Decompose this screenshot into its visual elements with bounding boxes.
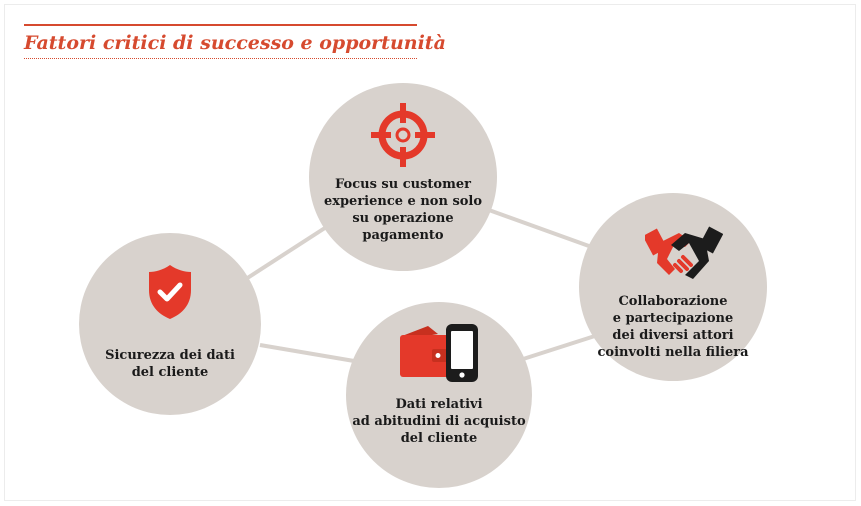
handshake-icon (645, 226, 723, 279)
shield-check-icon (149, 265, 191, 319)
wallet-smartphone-icon (400, 324, 478, 382)
node-customer-experience: Focus su customer experience e non solo … (309, 83, 497, 271)
node-collaboration: Collaborazione e partecipazione dei dive… (579, 193, 767, 381)
connector-purchase-collaboration (519, 333, 599, 362)
node-security: Sicurezza dei dati del cliente (79, 233, 261, 415)
title-bottom-rule (24, 58, 417, 59)
node-customer-experience-label: Focus su customer experience e non solo … (323, 177, 483, 243)
node-collaboration-label: Collaborazione e partecipazione dei dive… (597, 294, 749, 360)
node-purchase-data: Dati relativi ad abitudini di acquisto d… (346, 302, 532, 488)
page-title: Fattori critici di successo e opportunit… (24, 32, 446, 54)
title-top-rule (24, 24, 417, 26)
node-security-label: Sicurezza dei dati del cliente (105, 348, 235, 380)
connector-customer-collaboration (474, 203, 601, 252)
connector-security-purchase (259, 343, 361, 364)
target-crosshair-icon (371, 103, 435, 167)
node-purchase-data-label: Dati relativi ad abitudini di acquisto d… (352, 397, 526, 446)
